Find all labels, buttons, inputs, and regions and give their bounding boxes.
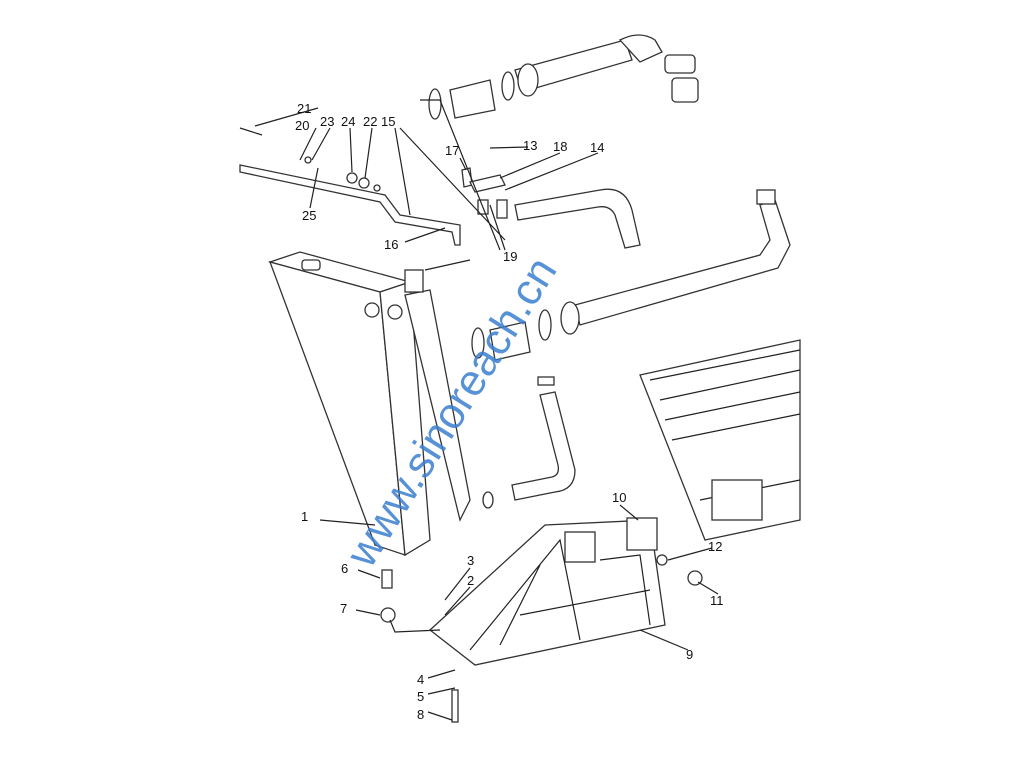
leader-lines: [254, 99, 719, 721]
radiator-tank: [267, 251, 471, 557]
callout-labels: 1 2 3 4 5 6 7 8 9 10 11 12 13 14 15 16 1…: [295, 101, 724, 722]
lower-intake-pipe: [471, 189, 791, 509]
callout-8: 8: [417, 707, 424, 722]
callout-16: 16: [384, 237, 398, 252]
callout-6: 6: [341, 561, 348, 576]
callout-4: 4: [417, 672, 424, 687]
callout-13: 13: [523, 138, 537, 153]
callout-20: 20: [295, 118, 309, 133]
callout-9: 9: [686, 647, 693, 662]
callout-5: 5: [417, 689, 424, 704]
callout-11: 11: [710, 593, 724, 608]
callout-2: 2: [467, 573, 474, 588]
chassis-frame: [639, 339, 801, 541]
radiator-support-stand: [380, 517, 703, 723]
callout-12: 12: [708, 539, 722, 554]
callout-21: 21: [297, 101, 311, 116]
callout-18: 18: [553, 139, 567, 154]
callout-15: 15: [381, 114, 395, 129]
callout-3: 3: [467, 553, 474, 568]
upper-intake-pipe: [428, 34, 699, 120]
middle-hose: [477, 188, 641, 249]
callout-1: 1: [301, 509, 308, 524]
callout-24: 24: [341, 114, 355, 129]
callout-19: 19: [503, 249, 517, 264]
callout-14: 14: [590, 140, 604, 155]
mounting-bracket: [239, 127, 506, 246]
callout-23: 23: [320, 114, 334, 129]
callout-17: 17: [445, 143, 459, 158]
callout-25: 25: [302, 208, 316, 223]
callout-22: 22: [363, 114, 377, 129]
callout-7: 7: [340, 601, 347, 616]
callout-10: 10: [612, 490, 626, 505]
